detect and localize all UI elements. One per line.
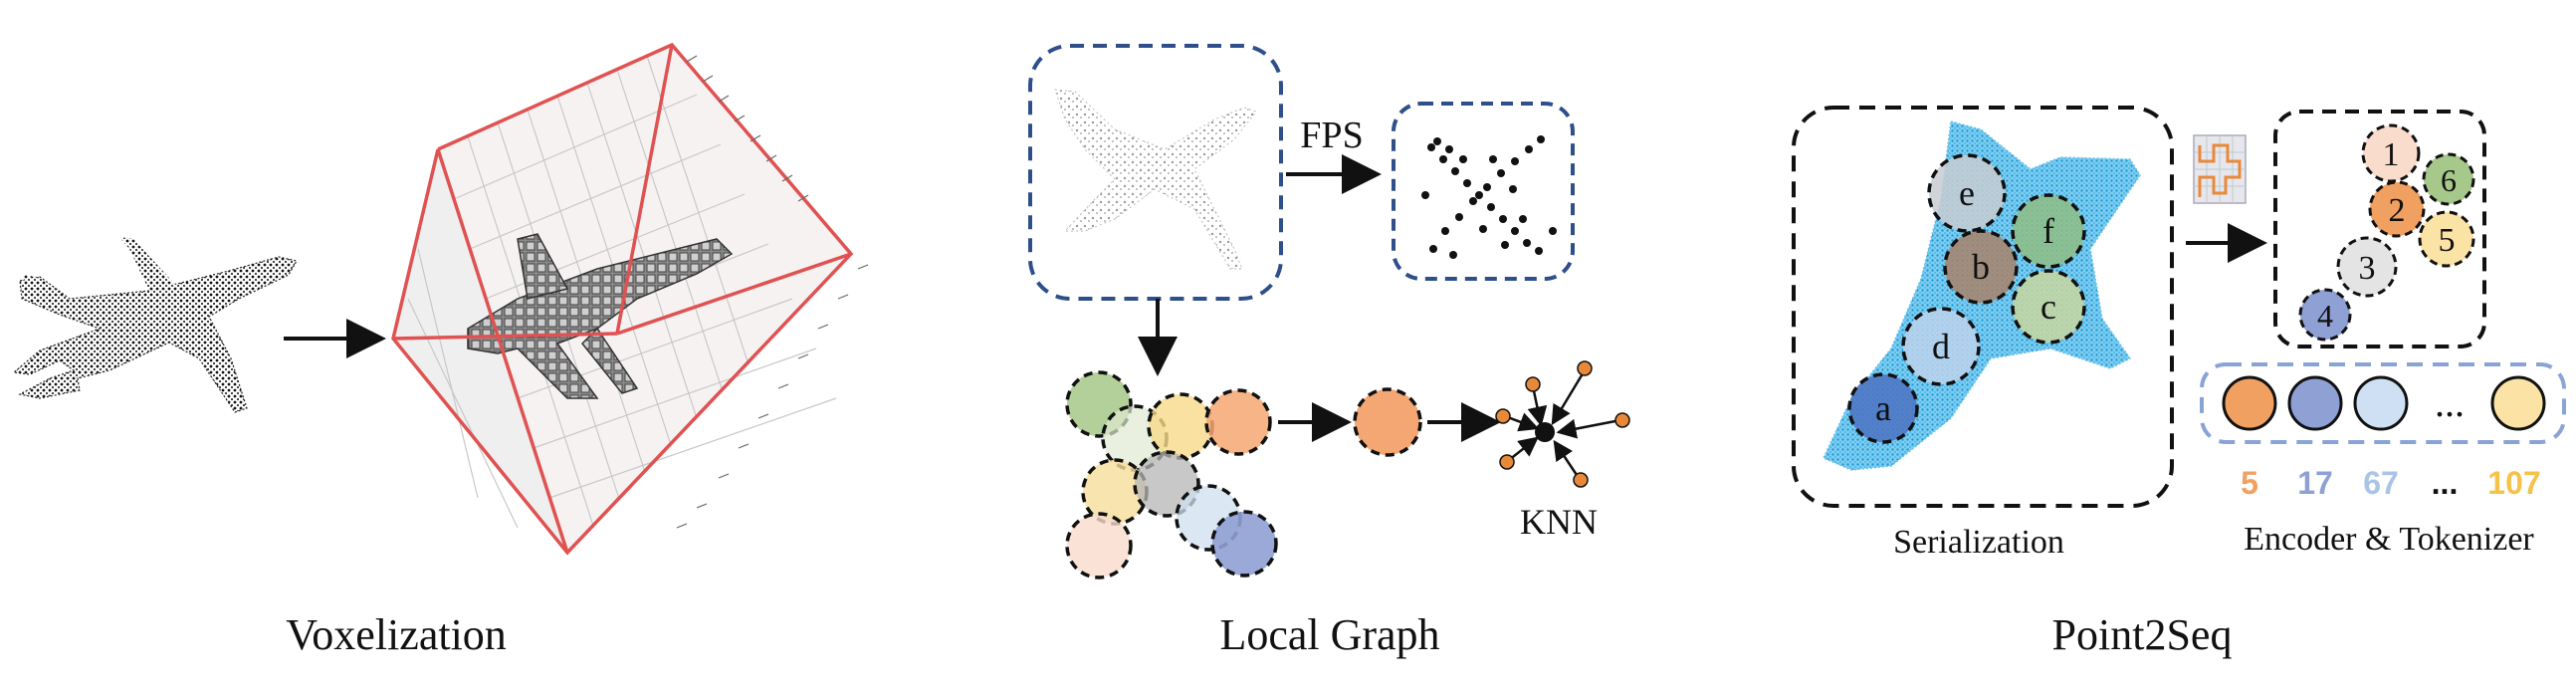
- sampled-points: [1421, 135, 1557, 259]
- voxel-airplane: [467, 233, 734, 399]
- order-6: 6: [2422, 152, 2475, 206]
- token-ids: 5 17 67 ... 107: [2241, 465, 2541, 501]
- space-filling-curve-icon: [2193, 134, 2247, 204]
- token-id-ellipsis: ...: [2432, 465, 2459, 501]
- patch-a: a: [1847, 372, 1919, 444]
- order-2: 2: [2368, 180, 2426, 238]
- token-1: [2222, 375, 2277, 431]
- sampled-points-box: [1392, 102, 1575, 281]
- local-graph-panel: FPS: [1028, 44, 1630, 659]
- voxel-grid-cube: [391, 42, 869, 556]
- svg-text:c: c: [2040, 287, 2056, 327]
- svg-text:f: f: [2042, 211, 2054, 251]
- local-neighborhood-cluster: [1065, 370, 1278, 579]
- token-id-last: 107: [2487, 465, 2540, 501]
- token-3: [2353, 375, 2409, 431]
- svg-text:2: 2: [2389, 192, 2406, 229]
- token-id-1: 5: [2241, 465, 2258, 501]
- ordered-sequence-box: [2273, 110, 2486, 348]
- selected-patch-node: [1353, 387, 1422, 457]
- serialization-label: Serialization: [1893, 524, 2064, 561]
- order-1: 1: [2361, 123, 2421, 183]
- svg-text:5: 5: [2439, 222, 2456, 259]
- knn-graph: [1495, 360, 1630, 488]
- token-id-3: 67: [2363, 465, 2399, 501]
- token-circles: [2222, 375, 2546, 431]
- voxelization-panel: Voxelization: [12, 42, 869, 659]
- token-last: [2490, 375, 2546, 431]
- svg-text:1: 1: [2383, 136, 2400, 173]
- svg-text:e: e: [1959, 173, 1975, 213]
- svg-text:a: a: [1875, 388, 1891, 428]
- order-5: 5: [2418, 210, 2475, 268]
- patch-b: b: [1943, 229, 2019, 305]
- voxelization-caption: Voxelization: [286, 610, 507, 659]
- token-sequence-box: [2200, 362, 2566, 444]
- token-2: [2287, 375, 2343, 431]
- serialization-patches: e f b c d a: [1847, 153, 2086, 444]
- svg-text:b: b: [1972, 247, 1990, 287]
- patch-d: d: [1901, 307, 1981, 386]
- gray-airplane-cloud: [1054, 89, 1257, 270]
- knn-label: KNN: [1520, 502, 1598, 542]
- serialization-box: [1792, 106, 2174, 508]
- encoder-tokenizer-label: Encoder & Tokenizer: [2244, 521, 2534, 558]
- local-graph-caption: Local Graph: [1219, 610, 1439, 659]
- order-3: 3: [2336, 236, 2398, 298]
- patch-f: f: [2011, 193, 2086, 269]
- ordered-patches: 1 6 2 5 3 4: [2298, 123, 2475, 342]
- airplane-point-cloud: [12, 237, 298, 413]
- point2seq-caption: Point2Seq: [2052, 610, 2233, 659]
- order-4: 4: [2298, 288, 2352, 342]
- svg-text:3: 3: [2359, 250, 2376, 287]
- fps-label: FPS: [1300, 115, 1363, 156]
- svg-text:6: 6: [2441, 162, 2457, 198]
- patch-e: e: [1927, 153, 2007, 233]
- token-ellipsis: ...: [2435, 380, 2465, 425]
- svg-text:d: d: [1932, 327, 1950, 366]
- svg-text:4: 4: [2317, 298, 2333, 334]
- token-id-2: 17: [2297, 465, 2333, 501]
- patch-c: c: [2011, 269, 2086, 345]
- point2seq-panel: e f b c d a Serialization: [1792, 106, 2566, 659]
